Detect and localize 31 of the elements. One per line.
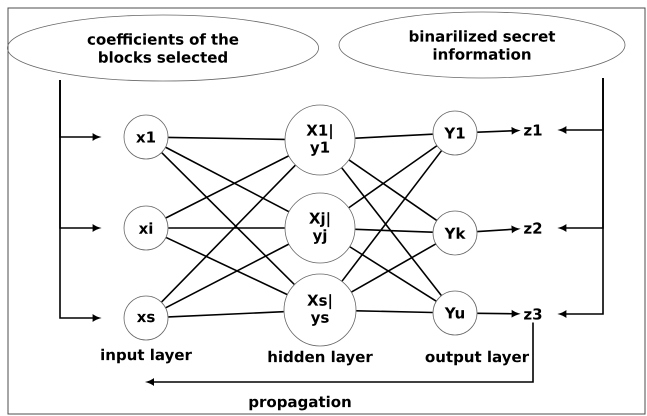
connection-line (168, 136, 285, 140)
connection-line (356, 310, 433, 314)
connection-line (355, 228, 433, 233)
output-label: z1 (524, 124, 542, 136)
arrow (477, 128, 519, 134)
connection-line (341, 150, 442, 282)
arrow (477, 310, 519, 318)
arrow (59, 80, 100, 322)
ellipse-node: binarilized secret information (338, 12, 626, 78)
connection-line (166, 236, 288, 296)
output-label: z2 (524, 222, 542, 234)
connection-line (166, 244, 289, 308)
connection-line (161, 164, 296, 303)
connection-line (355, 133, 433, 139)
connection-line (348, 159, 438, 221)
connection-line (341, 167, 442, 296)
layer-label: output layer (426, 350, 530, 366)
connection-line (168, 227, 285, 229)
connection-line (351, 243, 436, 293)
output-label: z3 (524, 308, 542, 320)
arrow (559, 78, 604, 318)
connection-line (161, 152, 295, 285)
arrow (477, 226, 519, 233)
connection-line (165, 146, 290, 212)
edge-label: propagation (247, 394, 353, 412)
arrow (147, 322, 534, 386)
ellipse-node: coefficients of the blocks selected (7, 14, 319, 82)
connection-line (166, 155, 289, 219)
connection-line (348, 145, 438, 208)
connection-line (168, 310, 284, 318)
connection-line (350, 246, 436, 302)
